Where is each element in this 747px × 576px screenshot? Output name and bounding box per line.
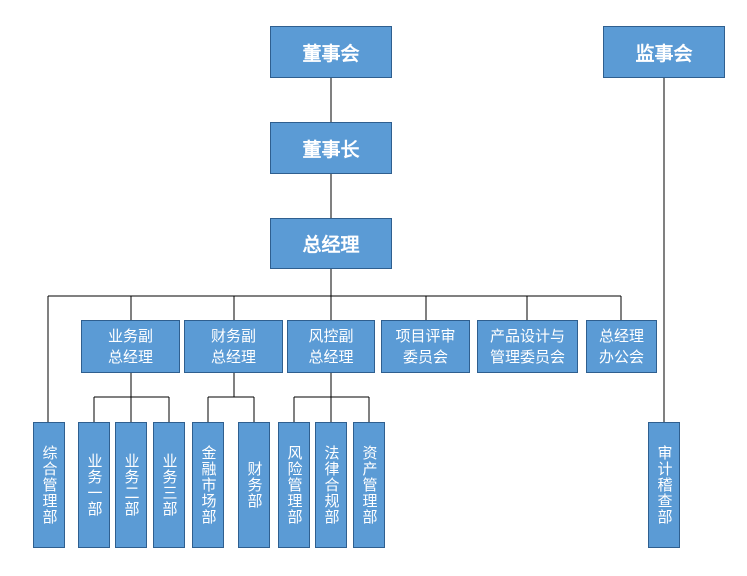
project-review-committee-box: 项目评审 委员会 [381,320,470,373]
dept-asset-management-label: 资产管理部 [360,445,379,525]
dept-business-1-label: 业务一部 [85,453,104,517]
board-box: 董事会 [270,26,392,78]
dept-legal-compliance: 法律合规部 [315,422,347,548]
vp-risk-line2: 总经理 [308,347,354,366]
dept-business-2: 业务二部 [115,422,147,548]
gm-office-line2: 办公会 [598,347,644,366]
vp-business-line1: 业务副 [107,326,153,345]
dept-risk-management-label: 风险管理部 [285,445,304,525]
dept-risk-management: 风险管理部 [278,422,310,548]
dept-business-3-label: 业务三部 [160,453,179,517]
general-manager-label: 总经理 [302,234,360,256]
general-manager-box: 总经理 [270,218,392,269]
dept-business-3: 业务三部 [153,422,185,548]
vp-business-line2: 总经理 [107,347,153,366]
gm-office-box: 总经理 办公会 [586,320,657,373]
dept-financial-market: 金融市场部 [192,422,224,548]
chairman-box: 董事长 [270,122,392,174]
supervisory-board-label: 监事会 [635,42,693,65]
product-committee-box: 产品设计与 管理委员会 [477,320,578,373]
dept-general-management: 综合管理部 [33,422,65,548]
dept-business-2-label: 业务二部 [122,453,141,517]
product-committee-line1: 产品设计与 [489,326,565,345]
dept-asset-management: 资产管理部 [353,422,385,548]
dept-general-management-label: 综合管理部 [40,445,59,525]
vp-finance-box: 财务副 总经理 [184,320,283,373]
project-review-line1: 项目评审 [395,326,456,345]
vp-business-box: 业务副 总经理 [81,320,180,373]
vp-risk-box: 风控副 总经理 [287,320,375,373]
chairman-label: 董事长 [302,138,360,161]
vp-risk-line1: 风控副 [308,326,354,345]
dept-business-1: 业务一部 [78,422,110,548]
vp-finance-line1: 财务副 [210,326,256,345]
vp-finance-line2: 总经理 [210,347,256,366]
supervisory-board-box: 监事会 [603,26,725,78]
dept-financial-market-label: 金融市场部 [199,445,218,525]
dept-finance: 财务部 [238,422,270,548]
dept-audit: 审计稽查部 [648,422,680,548]
dept-legal-compliance-label: 法律合规部 [322,445,341,525]
dept-finance-label: 财务部 [245,461,264,509]
board-label: 董事会 [302,42,360,65]
project-review-line2: 委员会 [402,347,448,366]
product-committee-line2: 管理委员会 [489,347,565,366]
dept-audit-label: 审计稽查部 [655,445,674,525]
gm-office-line1: 总经理 [598,326,644,345]
